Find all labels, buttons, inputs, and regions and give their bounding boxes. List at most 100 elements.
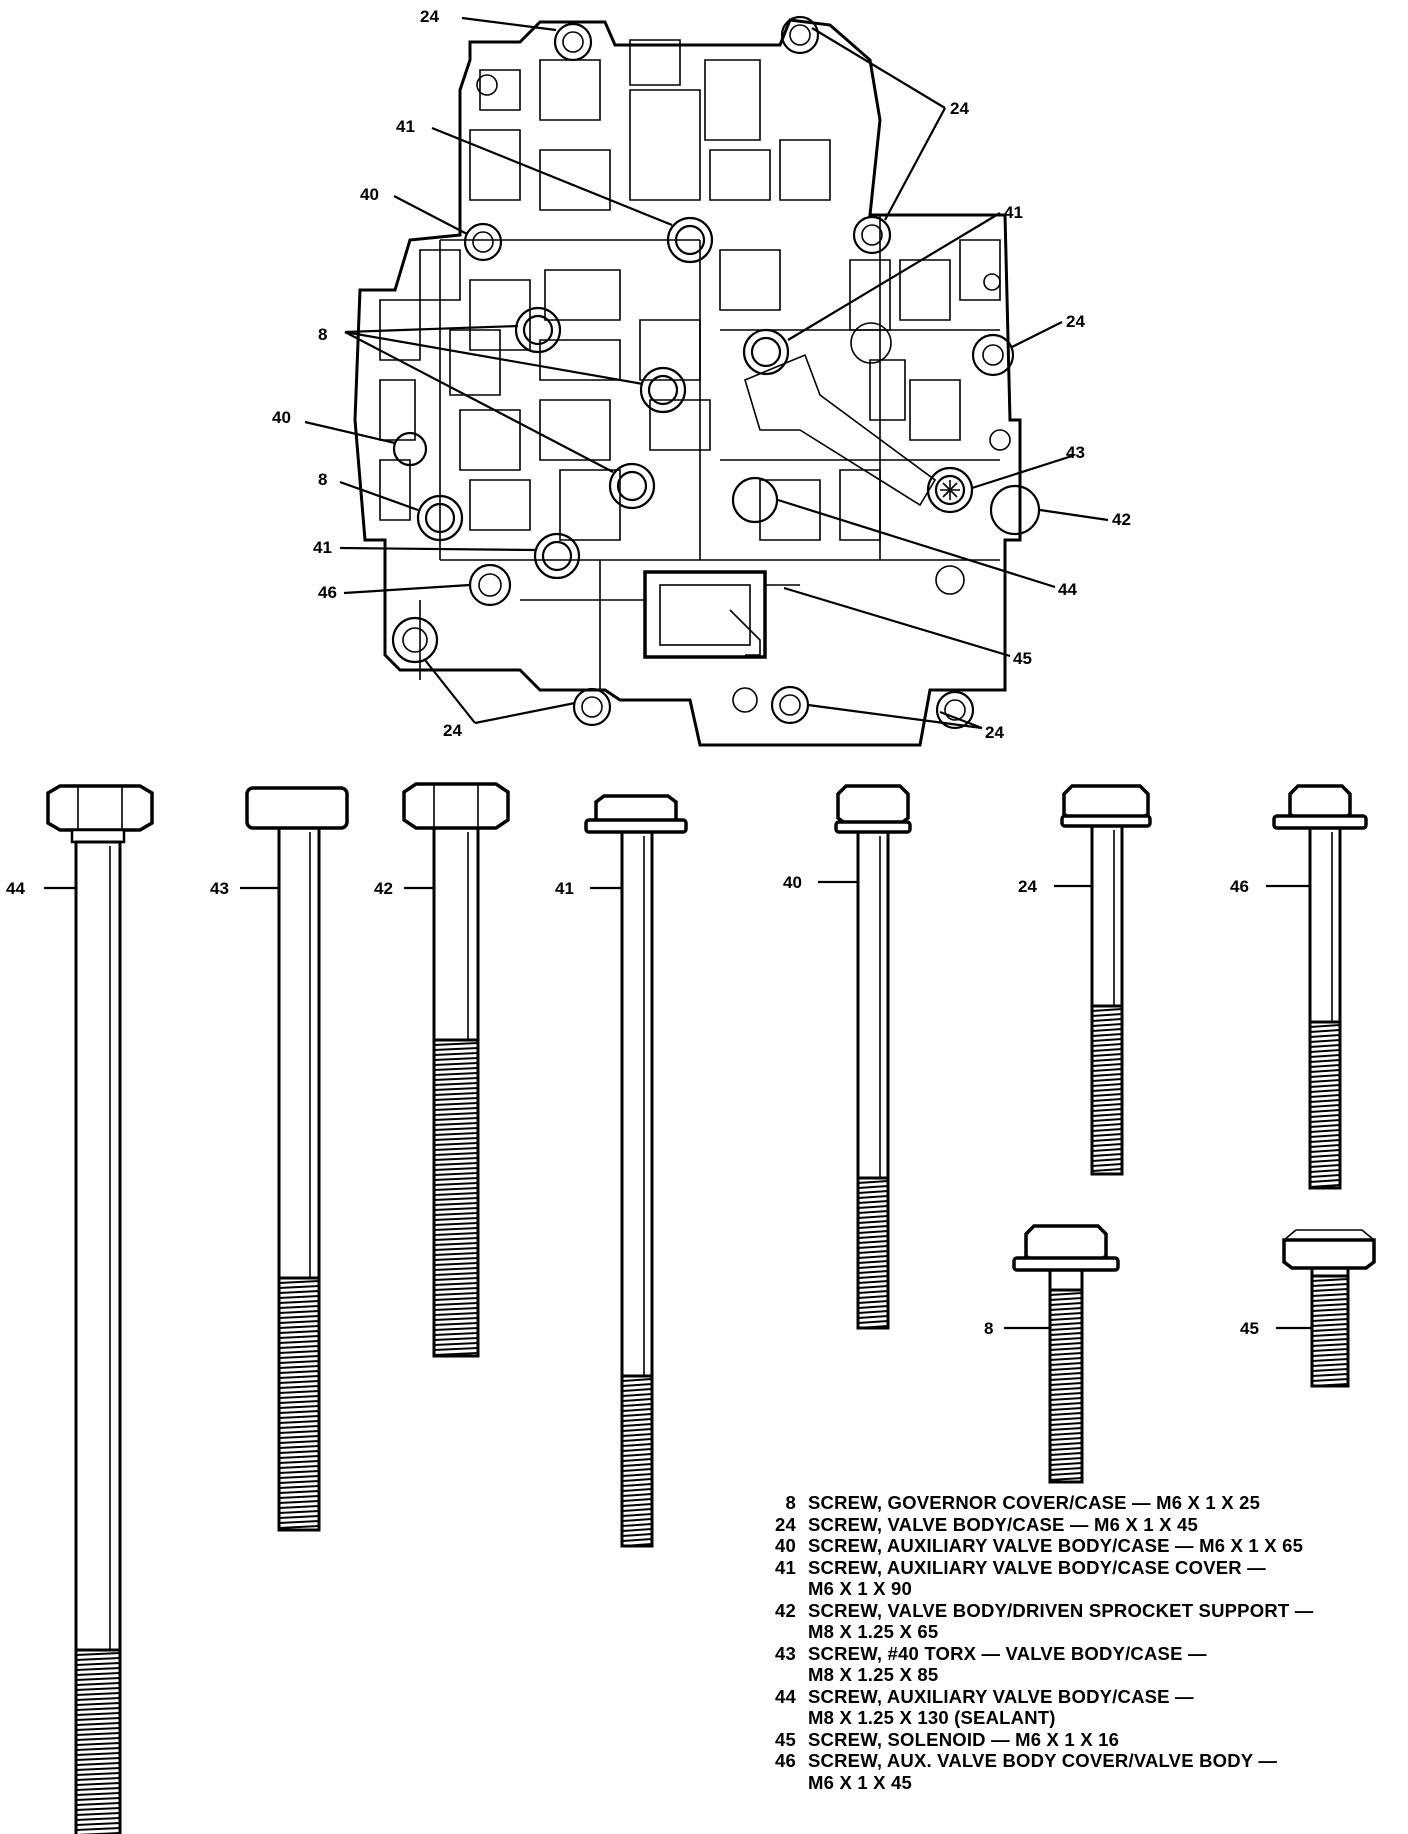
legend-text-continued: M8 X 1.25 X 65 [808,1621,939,1642]
thread-line [278,1330,320,1334]
thread-46 [1308,1020,1342,1190]
thread-line [621,1478,653,1482]
thread-line [75,1762,121,1766]
thread-line [278,1315,320,1319]
bolt-45-label: 45 [1240,1319,1259,1338]
thread-line [1049,1312,1083,1316]
thread-line [857,1235,889,1239]
thread-line [433,1182,479,1186]
thread-line [1049,1372,1083,1376]
thread-line [857,1270,889,1274]
thread-line [278,1490,320,1494]
thread-line [278,1495,320,1499]
thread-line [1091,1143,1123,1147]
thread-line [433,1227,479,1231]
bolt-head-24 [852,215,892,255]
thread-line [1311,1373,1349,1377]
thread-line [278,1405,320,1409]
thread-line [621,1413,653,1417]
thread-line [433,1272,479,1276]
thread-line [433,1142,479,1146]
thread-line [433,1152,479,1156]
thread-line [857,1245,889,1249]
thread-line [621,1378,653,1382]
thread-line [278,1425,320,1429]
thread-line [857,1320,889,1324]
thread-line [278,1525,320,1529]
thread-line [433,1282,479,1286]
thread-line [1311,1293,1349,1297]
thread-line [857,1190,889,1194]
bolt-head-8 [416,494,464,542]
thread-line [621,1533,653,1537]
thread-line [278,1410,320,1414]
thread-line [857,1325,889,1329]
thread-line [433,1287,479,1291]
thread-line [1049,1417,1083,1421]
thread-line [857,1300,889,1304]
thread-line [1049,1367,1083,1371]
thread-line [1049,1327,1083,1331]
thread-line [1091,1093,1123,1097]
thread-line [1309,1084,1341,1088]
thread-line [621,1523,653,1527]
thread-line [857,1225,889,1229]
thread-line [1091,1013,1123,1017]
bolt-head-8 [608,462,656,510]
thread-line [278,1355,320,1359]
thread-line [433,1342,479,1346]
thread-line [433,1157,479,1161]
thread-45 [1310,1274,1350,1388]
thread-line [1049,1342,1083,1346]
thread-line [433,1192,479,1196]
thread-line [1049,1322,1083,1326]
thread-line [75,1677,121,1681]
thread-line [75,1747,121,1751]
thread-line [1091,1033,1123,1037]
thread-line [75,1752,121,1756]
thread-line [621,1493,653,1497]
callout-24: 24 [420,7,439,26]
callout-43: 43 [1066,443,1085,462]
thread-line [278,1305,320,1309]
thread-line [433,1262,479,1266]
legend-text-continued: M8 X 1.25 X 85 [808,1664,939,1685]
bolt-head-44 [731,476,779,524]
thread-line [278,1300,320,1304]
thread-line [278,1370,320,1374]
thread-line [1091,1043,1123,1047]
bolt-head-40 [463,222,503,262]
thread-line [1311,1298,1349,1302]
callout-24: 24 [950,99,969,118]
thread-line [1091,1148,1123,1152]
thread-line [1049,1357,1083,1361]
bolt-head-24 [935,690,975,730]
thread-line [1309,1074,1341,1078]
thread-line [433,1317,479,1321]
thread-line [1091,1088,1123,1092]
thread-line [1049,1387,1083,1391]
thread-line [433,1132,479,1136]
callout-40: 40 [360,185,379,204]
callout-41: 41 [1004,203,1023,222]
thread-line [278,1375,320,1379]
thread-line [278,1470,320,1474]
thread-line [1309,1169,1341,1173]
bolt-8: 8 [984,1224,1120,1484]
thread-line [1311,1323,1349,1327]
bolt-head-8 [514,306,562,354]
valve-body-boss [935,565,965,595]
bolt-head-41 [742,328,790,376]
thread-line [1091,1018,1123,1022]
thread-line [1309,1174,1341,1178]
thread-line [1049,1402,1083,1406]
thread-line [1309,1104,1341,1108]
bolt-head-41 [666,216,714,264]
thread-line [75,1702,121,1706]
thread-line [433,1102,479,1106]
thread-line [278,1400,320,1404]
